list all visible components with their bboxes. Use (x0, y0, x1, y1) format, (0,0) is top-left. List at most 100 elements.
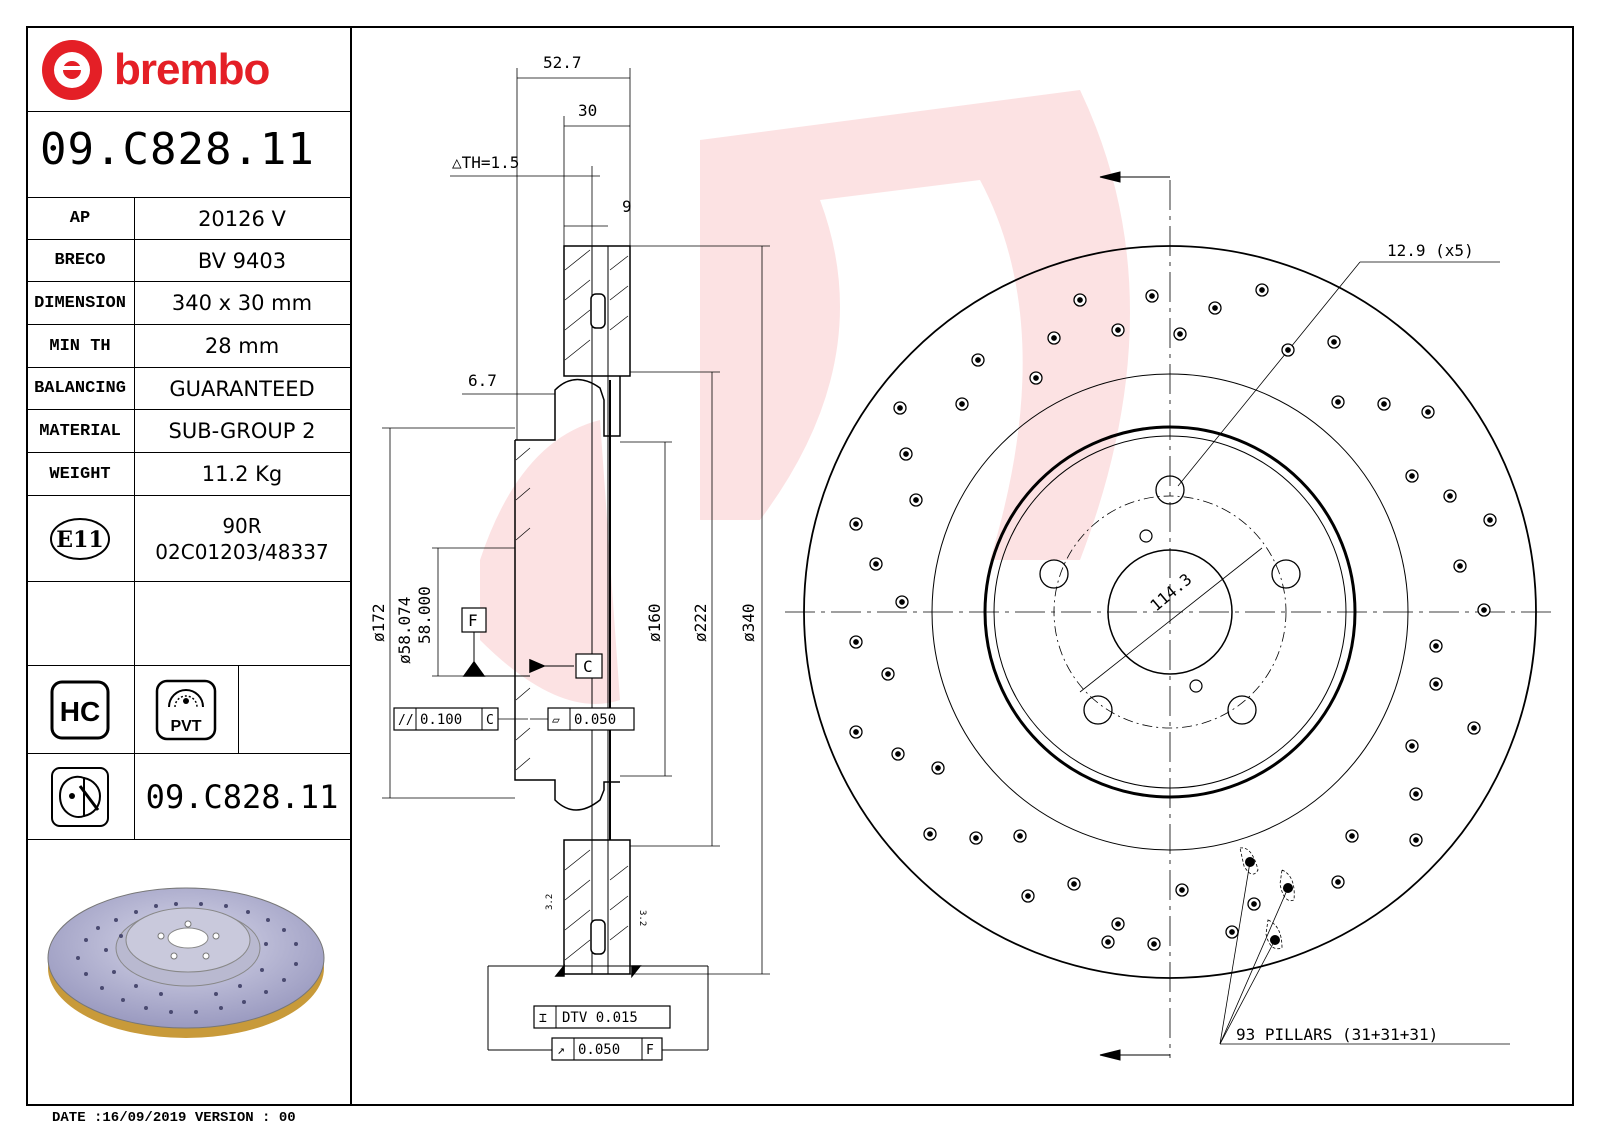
drawing-frame (26, 26, 1574, 1106)
drill-hole (1281, 343, 1295, 357)
drill-hole (1409, 787, 1423, 801)
datum-f-label: F (468, 611, 478, 630)
dim-172-label: ø172 (369, 603, 388, 642)
drill-hole (1101, 935, 1115, 949)
dim-thickness-label: 30 (578, 101, 597, 120)
drill-hole (1067, 877, 1081, 891)
hat-inner-edge (993, 435, 1347, 789)
drill-hole (1429, 677, 1443, 691)
hat-outline-lower (514, 440, 620, 811)
inner-friction-edge (931, 373, 1409, 851)
drill-holes (849, 283, 1497, 951)
drill-hole (1111, 917, 1125, 931)
drill-hole (895, 595, 909, 609)
spec-row: AP 20126 V (26, 198, 350, 240)
spec-label: DIMENSION (26, 282, 135, 324)
drill-hole (1225, 925, 1239, 939)
e-mark-icon: E11 (50, 517, 110, 560)
runout-value: 0.050 (578, 1042, 620, 1058)
part-number-cell: 09.C828.11 (26, 112, 350, 198)
drill-hole (1377, 397, 1391, 411)
spec-value: GUARANTEED (169, 376, 315, 401)
dim-340-label: ø340 (739, 603, 758, 642)
drill-hole (1467, 721, 1481, 735)
approval-mark-cell: E11 (26, 496, 135, 581)
spec-row: MIN TH 28 mm (26, 325, 350, 368)
tol-flat-value: 0.050 (574, 712, 616, 728)
drill-hole (1147, 937, 1161, 951)
pillars-label: 93 PILLARS (31+31+31) (1236, 1025, 1438, 1044)
roughness-2: 3.2 (637, 910, 647, 926)
runout-ref: F (646, 1043, 654, 1058)
pvt-badge-icon: PVT (155, 679, 217, 740)
pvt-cell: PVT (134, 666, 239, 753)
footer-pn-row: 09.C828.11 (26, 754, 350, 840)
drill-hole (1029, 371, 1043, 385)
brand-name: brembo (114, 45, 270, 94)
spec-label: MATERIAL (26, 410, 135, 452)
pvt-text: PVT (170, 718, 201, 735)
empty-row (26, 582, 350, 666)
drill-hole (1145, 289, 1159, 303)
drill-hole (881, 667, 895, 681)
drill-hole (849, 725, 863, 739)
badge-row: HC PVT (26, 666, 350, 754)
spec-value: 28 mm (204, 334, 280, 358)
hat-outer-edge (983, 425, 1357, 799)
roughness-1: 3.2 (545, 894, 555, 910)
spec-row: DIMENSION 340 x 30 mm (26, 282, 350, 325)
dim-222-label: ø222 (691, 603, 710, 642)
drill-hole (1345, 829, 1359, 843)
drill-hole (1421, 405, 1435, 419)
hc-text: HC (60, 696, 100, 727)
drill-hole (1255, 283, 1269, 297)
e-mark-text: E11 (56, 527, 103, 553)
approval-line1: 90R (222, 513, 262, 538)
spec-label: BRECO (26, 240, 135, 281)
spec-row: BALANCING GUARANTEED (26, 368, 350, 410)
brembo-logo: brembo (36, 38, 270, 102)
logo-cell: brembo (26, 26, 350, 112)
drill-hole (1247, 897, 1261, 911)
empty-cell (26, 582, 135, 665)
drill-hole (1453, 559, 1467, 573)
approval-text: 90R 02C01203/48337 (134, 496, 350, 581)
part-number: 09.C828.11 (40, 124, 315, 175)
drill-hole (1331, 875, 1345, 889)
drill-hole (909, 493, 923, 507)
spec-label: WEIGHT (26, 453, 135, 495)
drill-hole (1175, 883, 1189, 897)
drill-hole (899, 447, 913, 461)
spec-value: 11.2 Kg (201, 462, 283, 486)
drill-hole (849, 517, 863, 531)
spec-row: WEIGHT 11.2 Kg (26, 453, 350, 496)
drill-hole (955, 397, 969, 411)
spec-value: SUB-GROUP 2 (168, 419, 316, 443)
approval-row: E11 90R 02C01203/48337 (26, 496, 350, 582)
drill-hole (1327, 335, 1341, 349)
drill-hole (1405, 739, 1419, 753)
drill-hole (1047, 331, 1061, 345)
drill-hole (931, 761, 945, 775)
tol-parallel-ref: C (486, 713, 494, 728)
drill-hole (1443, 489, 1457, 503)
flatness-symbol: ▱ (552, 713, 560, 728)
section-view (382, 68, 770, 1061)
drill-hole (1331, 395, 1345, 409)
spec-value: 340 x 30 mm (171, 291, 313, 315)
date-version-line: DATE :16/09/2019 VERSION : 00 (52, 1110, 296, 1126)
disc-icon-cell (26, 754, 135, 839)
runout-symbol: ↗ (557, 1043, 565, 1058)
dim-67-label: 6.7 (468, 371, 497, 390)
drill-hole (1477, 603, 1491, 617)
spec-row: MATERIAL SUB-GROUP 2 (26, 410, 350, 453)
drill-hole (969, 831, 983, 845)
spec-label: BALANCING (26, 368, 135, 409)
pcd-circle (1053, 495, 1287, 729)
drill-hole (1173, 327, 1187, 341)
drill-hole (869, 557, 883, 571)
drill-hole (1021, 889, 1035, 903)
dim-th-label: △TH=1.5 (452, 153, 519, 172)
outer-edge (803, 245, 1537, 979)
